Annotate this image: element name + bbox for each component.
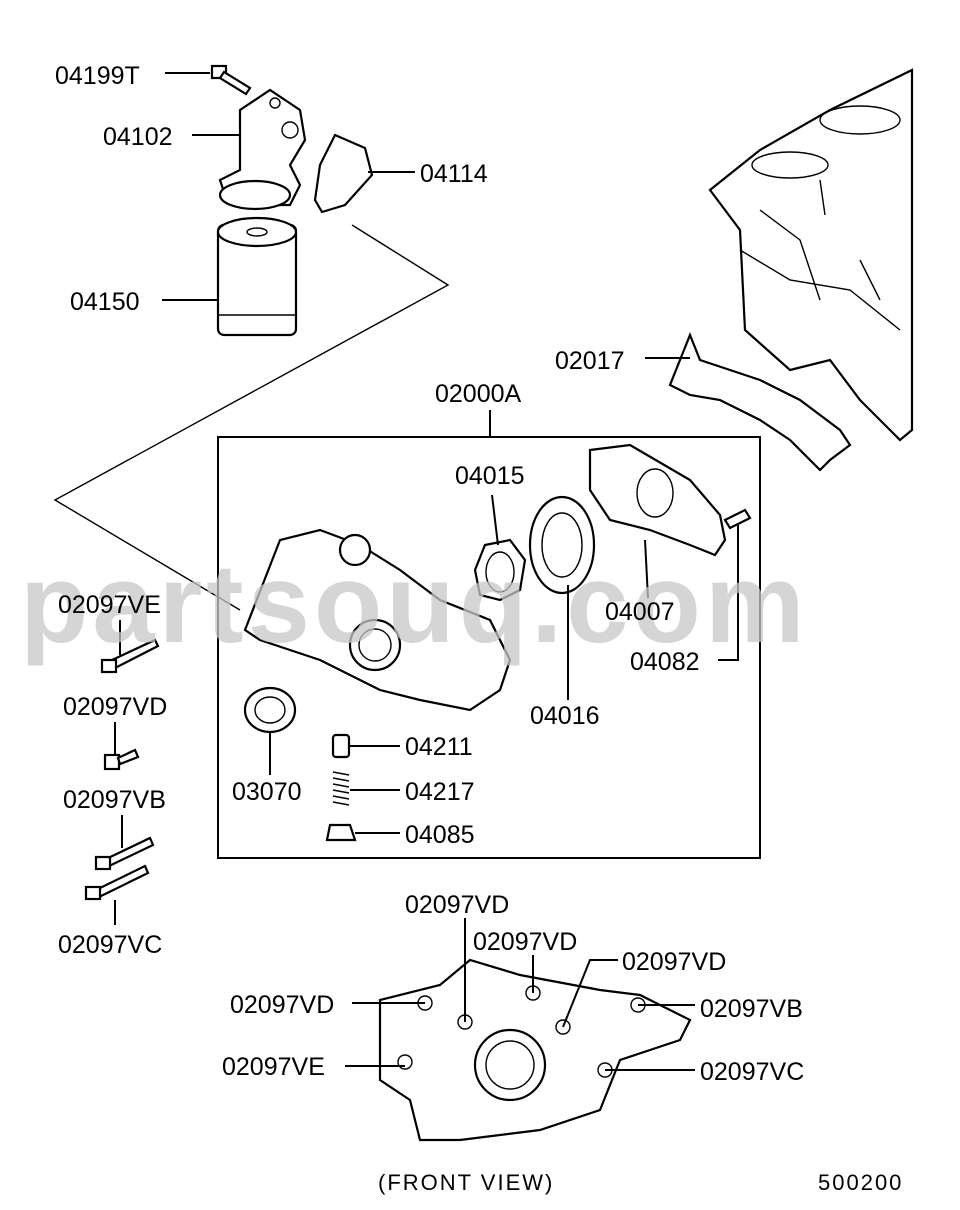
label-02097VE[interactable]: 02097VE	[58, 591, 161, 619]
front-label-02097VC[interactable]: 02097VC	[700, 1058, 804, 1086]
label-04082[interactable]: 04082	[630, 648, 700, 676]
front-label-02097VD[interactable]: 02097VD	[230, 991, 334, 1019]
label-02097VD[interactable]: 02097VD	[63, 693, 167, 721]
gasket-04114	[313, 133, 374, 214]
outer-rotor-04016	[528, 495, 596, 595]
pump-cover-04007	[588, 443, 727, 557]
label-04015[interactable]: 04015	[455, 462, 525, 490]
label-04217[interactable]: 04217	[405, 778, 475, 806]
bolt-drawings-left	[84, 638, 160, 901]
front-view-drawing	[378, 958, 692, 1142]
label-02097VC[interactable]: 02097VC	[58, 931, 162, 959]
front-view-caption: (FRONT VIEW)	[378, 1170, 554, 1195]
plunger-04211	[331, 733, 351, 759]
oil-seal-03070	[243, 686, 297, 734]
front-label-02097VD[interactable]: 02097VD	[405, 891, 509, 919]
front-label-02097VD[interactable]: 02097VD	[622, 948, 726, 976]
bolt-04199T	[210, 64, 252, 96]
spring-04217	[332, 771, 350, 806]
gasket-02017	[668, 332, 852, 472]
watermark: partsouq.com	[20, 541, 809, 666]
guide-line	[53, 224, 450, 611]
inner-rotor-04015	[473, 538, 527, 602]
leader-lines	[114, 72, 739, 1071]
filter-bracket-04102	[218, 88, 307, 211]
label-04199T[interactable]: 04199T	[55, 62, 140, 90]
screw-04082	[723, 508, 752, 530]
label-04016[interactable]: 04016	[530, 702, 600, 730]
label-04007[interactable]: 04007	[605, 598, 675, 626]
label-03070[interactable]: 03070	[232, 778, 302, 806]
label-04102[interactable]: 04102	[103, 123, 173, 151]
front-label-02097VD[interactable]: 02097VD	[473, 928, 577, 956]
label-04114[interactable]: 04114	[420, 160, 488, 188]
engine-block-drawing	[708, 68, 914, 442]
label-04211[interactable]: 04211	[405, 733, 473, 761]
plug-04085	[325, 823, 357, 842]
diagram-code: 500200	[818, 1170, 903, 1195]
label-04085[interactable]: 04085	[405, 821, 475, 849]
oil-pump-case	[243, 528, 512, 712]
label-02017[interactable]: 02017	[555, 347, 625, 375]
oil-filter-04150	[216, 216, 298, 337]
label-02000A[interactable]: 02000A	[435, 380, 522, 408]
label-04150[interactable]: 04150	[70, 288, 140, 316]
front-label-02097VB[interactable]: 02097VB	[700, 995, 803, 1023]
label-02097VB[interactable]: 02097VB	[63, 786, 166, 814]
front-label-02097VE[interactable]: 02097VE	[222, 1053, 325, 1081]
